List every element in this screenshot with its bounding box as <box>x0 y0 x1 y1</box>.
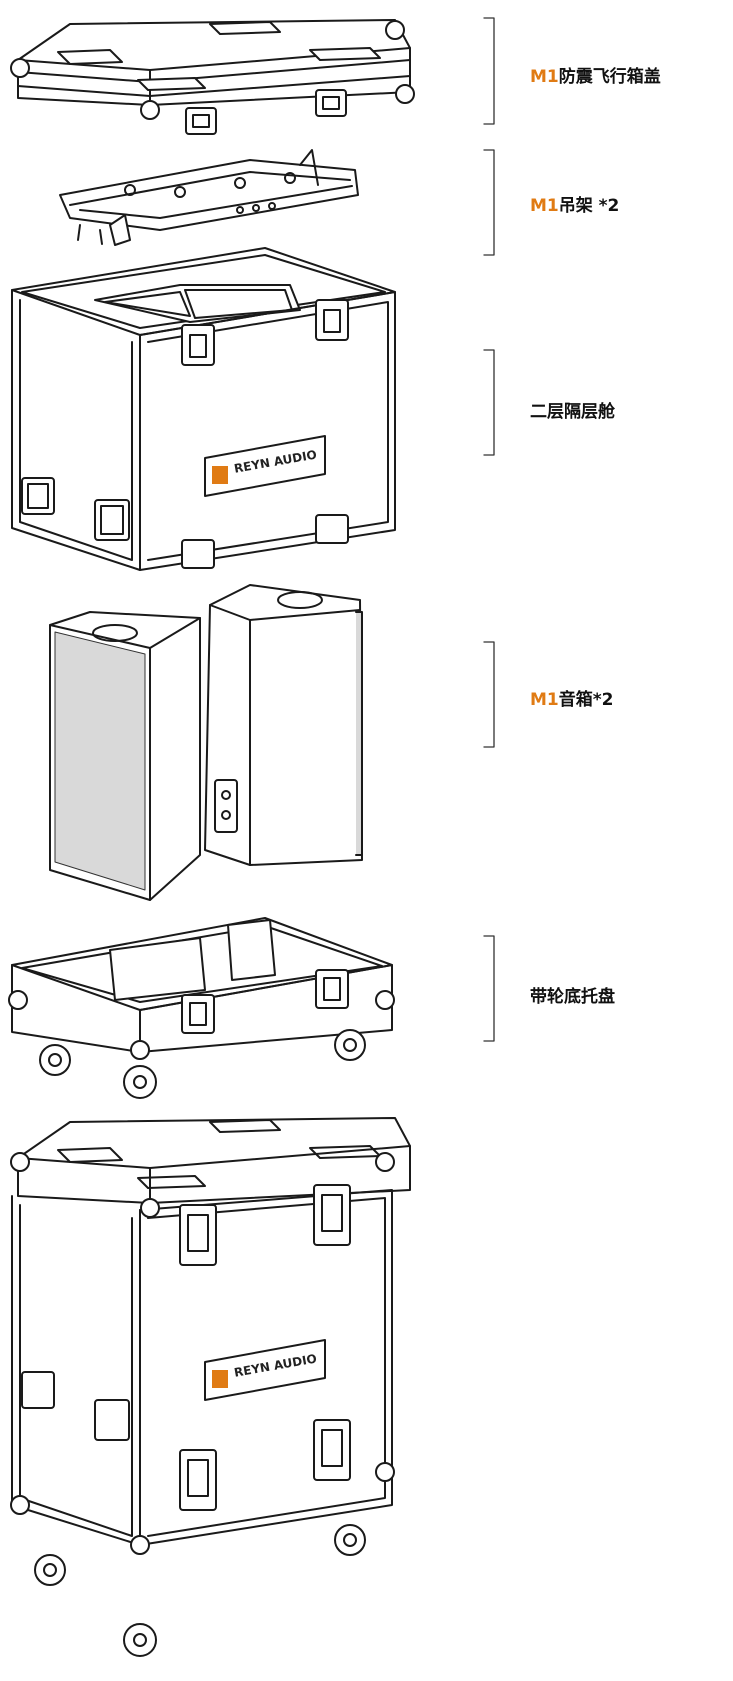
label-case-lid: M1防震飞行箱盖 <box>530 62 661 87</box>
rigging-bracket-illustration <box>59 149 359 246</box>
label-brackets <box>483 17 495 1042</box>
speakers-illustration <box>49 584 363 901</box>
label-speakers: M1音箱*2 <box>530 685 613 710</box>
case-lid-illustration <box>10 19 415 135</box>
wheeled-base-illustration <box>8 917 395 1099</box>
label-speakers-text: 音箱*2 <box>558 690 614 710</box>
label-bracket-prefix: M1 <box>530 196 559 216</box>
label-second-layer-text: 二层隔层舱 <box>530 402 615 422</box>
label-speakers-prefix: M1 <box>530 690 559 710</box>
label-wheeled-base: 带轮底托盘 <box>530 982 615 1007</box>
label-bracket-text: 吊架 *2 <box>558 196 620 216</box>
second-layer-compartment-illustration <box>11 247 396 571</box>
label-case-lid-prefix: M1 <box>530 67 559 87</box>
assembled-case-illustration <box>10 1117 411 1657</box>
label-second-layer: 二层隔层舱 <box>530 397 615 422</box>
label-case-lid-text: 防震飞行箱盖 <box>558 67 661 87</box>
label-wheeled-base-text: 带轮底托盘 <box>530 987 615 1007</box>
label-bracket: M1吊架 *2 <box>530 191 619 216</box>
